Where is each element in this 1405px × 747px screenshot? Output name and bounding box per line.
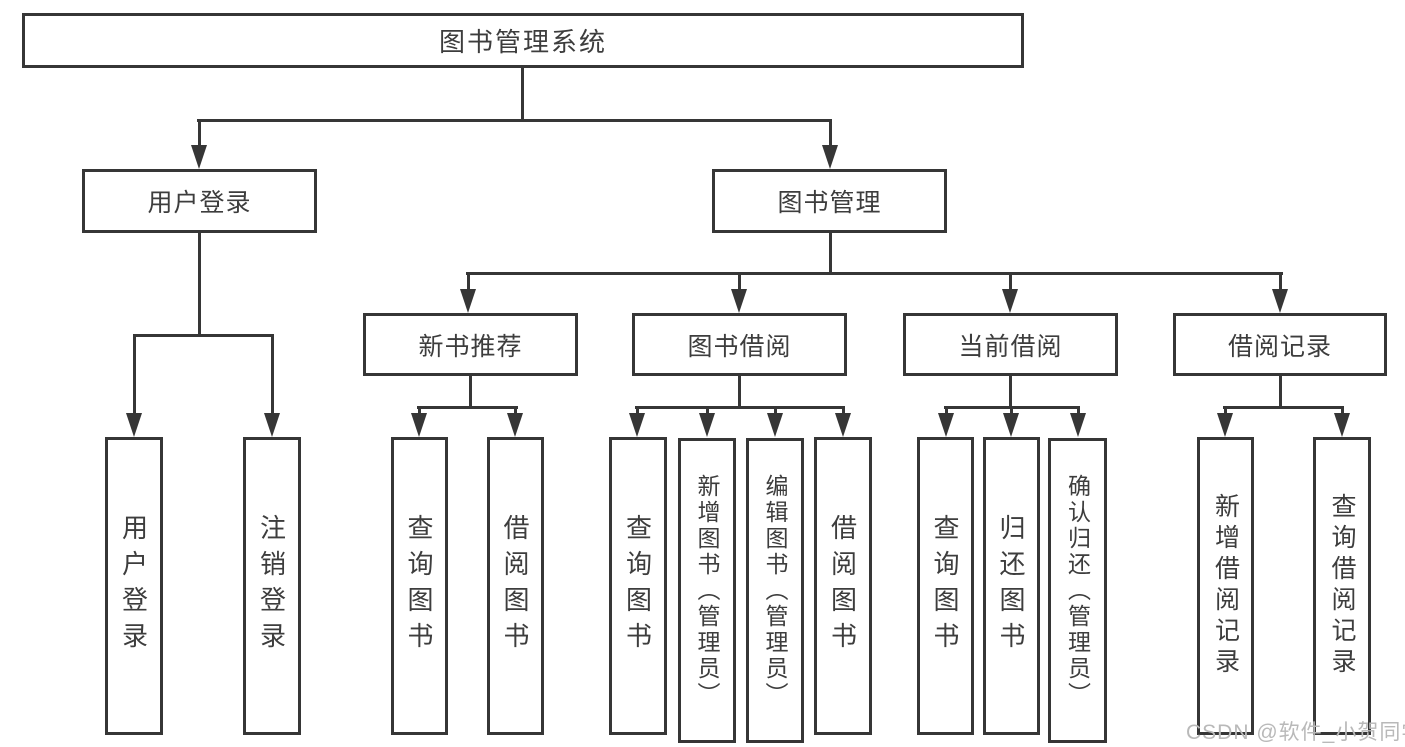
leaf-query-books-borrow: 查询图书 xyxy=(609,437,667,735)
leaf-query-borrow-record: 查询借阅记录 xyxy=(1313,437,1371,735)
connector-line xyxy=(417,406,518,409)
node-label: 图书借阅 xyxy=(687,332,792,361)
connector-line xyxy=(197,119,832,122)
connector-line xyxy=(1009,274,1012,291)
connector-line xyxy=(1341,406,1344,416)
arrowhead xyxy=(767,413,783,437)
leaf-label: 查询图书 xyxy=(930,514,960,658)
leaf-label: 用户登录 xyxy=(118,514,149,658)
leaf-logout-login: 注销登录 xyxy=(243,437,301,735)
watermark: CSDN @软件_小贺同学 xyxy=(1186,721,1405,744)
leaf-borrow-books-recommend: 借阅图书 xyxy=(487,437,544,735)
leaf-add-books-admin: 新增图书（管理员） xyxy=(678,438,736,743)
leaf-user-login: 用户登录 xyxy=(105,437,163,735)
connector-line xyxy=(1224,406,1227,416)
node-library-management-system: 图书管理系统 xyxy=(22,13,1024,68)
connector-line xyxy=(1009,376,1012,408)
leaf-edit-books-admin: 编辑图书（管理员） xyxy=(746,438,804,743)
arrowhead xyxy=(822,145,838,169)
arrowhead xyxy=(835,413,851,437)
node-label: 借阅记录 xyxy=(1227,332,1332,361)
leaf-label: 借阅图书 xyxy=(500,514,530,658)
connector-line xyxy=(418,406,421,416)
leaf-label: 查询图书 xyxy=(404,514,434,658)
leaf-label: 新增借阅记录 xyxy=(1211,493,1240,679)
leaf-return-books: 归还图书 xyxy=(983,437,1040,735)
leaf-label: 新增图书（管理员） xyxy=(694,473,720,708)
connector-line xyxy=(198,233,201,336)
connector-line xyxy=(521,68,524,122)
node-label: 用户登录 xyxy=(147,189,252,217)
leaf-label: 查询借阅记录 xyxy=(1328,493,1356,679)
connector-line xyxy=(466,272,1283,275)
connector-line xyxy=(738,274,741,291)
arrowhead xyxy=(1002,289,1018,313)
node-user-login: 用户登录 xyxy=(82,169,317,233)
connector-line xyxy=(706,406,709,416)
arrowhead xyxy=(126,413,142,437)
connector-line xyxy=(774,406,777,416)
leaf-label: 编辑图书（管理员） xyxy=(762,473,788,708)
node-label: 图书管理系统 xyxy=(438,27,607,57)
leaf-query-books-current: 查询图书 xyxy=(917,437,974,735)
connector-line xyxy=(1279,274,1282,291)
node-book-management: 图书管理 xyxy=(712,169,947,233)
connector-line xyxy=(738,376,741,408)
connector-line xyxy=(271,336,274,414)
connector-line xyxy=(1279,376,1282,408)
node-label: 当前借阅 xyxy=(958,332,1063,361)
connector-line xyxy=(945,406,948,416)
leaf-label: 确认归还（管理员） xyxy=(1064,473,1091,708)
leaf-label: 归还图书 xyxy=(996,514,1026,658)
connector-line xyxy=(1223,406,1344,409)
leaf-label: 注销登录 xyxy=(256,514,287,658)
arrowhead xyxy=(699,413,715,437)
node-new-book-recommendation: 新书推荐 xyxy=(363,313,578,376)
arrowhead xyxy=(938,413,954,437)
leaf-add-borrow-record: 新增借阅记录 xyxy=(1197,437,1254,735)
node-book-borrowing: 图书借阅 xyxy=(632,313,847,376)
connector-line xyxy=(829,121,832,147)
connector-line xyxy=(1077,406,1080,416)
connector-line xyxy=(133,334,274,337)
node-label: 新书推荐 xyxy=(418,332,523,361)
connector-line xyxy=(635,406,845,409)
leaf-confirm-return-admin: 确认归还（管理员） xyxy=(1048,438,1107,743)
leaf-label: 借阅图书 xyxy=(827,514,858,658)
connector-line xyxy=(636,406,639,416)
arrowhead xyxy=(1003,413,1019,437)
node-current-borrowing: 当前借阅 xyxy=(903,313,1118,376)
arrowhead xyxy=(411,413,427,437)
arrowhead xyxy=(191,145,207,169)
connector-line xyxy=(1010,406,1013,416)
connector-line xyxy=(467,274,470,291)
arrowhead xyxy=(629,413,645,437)
connector-line xyxy=(829,233,832,274)
arrowhead xyxy=(460,289,476,313)
connector-line xyxy=(469,376,472,408)
arrowhead xyxy=(1070,413,1086,437)
arrowhead xyxy=(731,289,747,313)
leaf-query-books-recommend: 查询图书 xyxy=(391,437,448,735)
connector-line xyxy=(842,406,845,416)
leaf-label: 查询图书 xyxy=(622,514,653,658)
arrowhead xyxy=(1334,413,1350,437)
connector-line xyxy=(133,336,136,414)
arrowhead xyxy=(1272,289,1288,313)
leaf-borrow-books: 借阅图书 xyxy=(814,437,872,735)
arrowhead xyxy=(507,413,523,437)
arrowhead xyxy=(1217,413,1233,437)
node-borrowing-records: 借阅记录 xyxy=(1173,313,1387,376)
connector-line xyxy=(514,406,517,416)
arrowhead xyxy=(264,413,280,437)
node-label: 图书管理 xyxy=(777,189,882,217)
connector-line xyxy=(198,121,201,147)
